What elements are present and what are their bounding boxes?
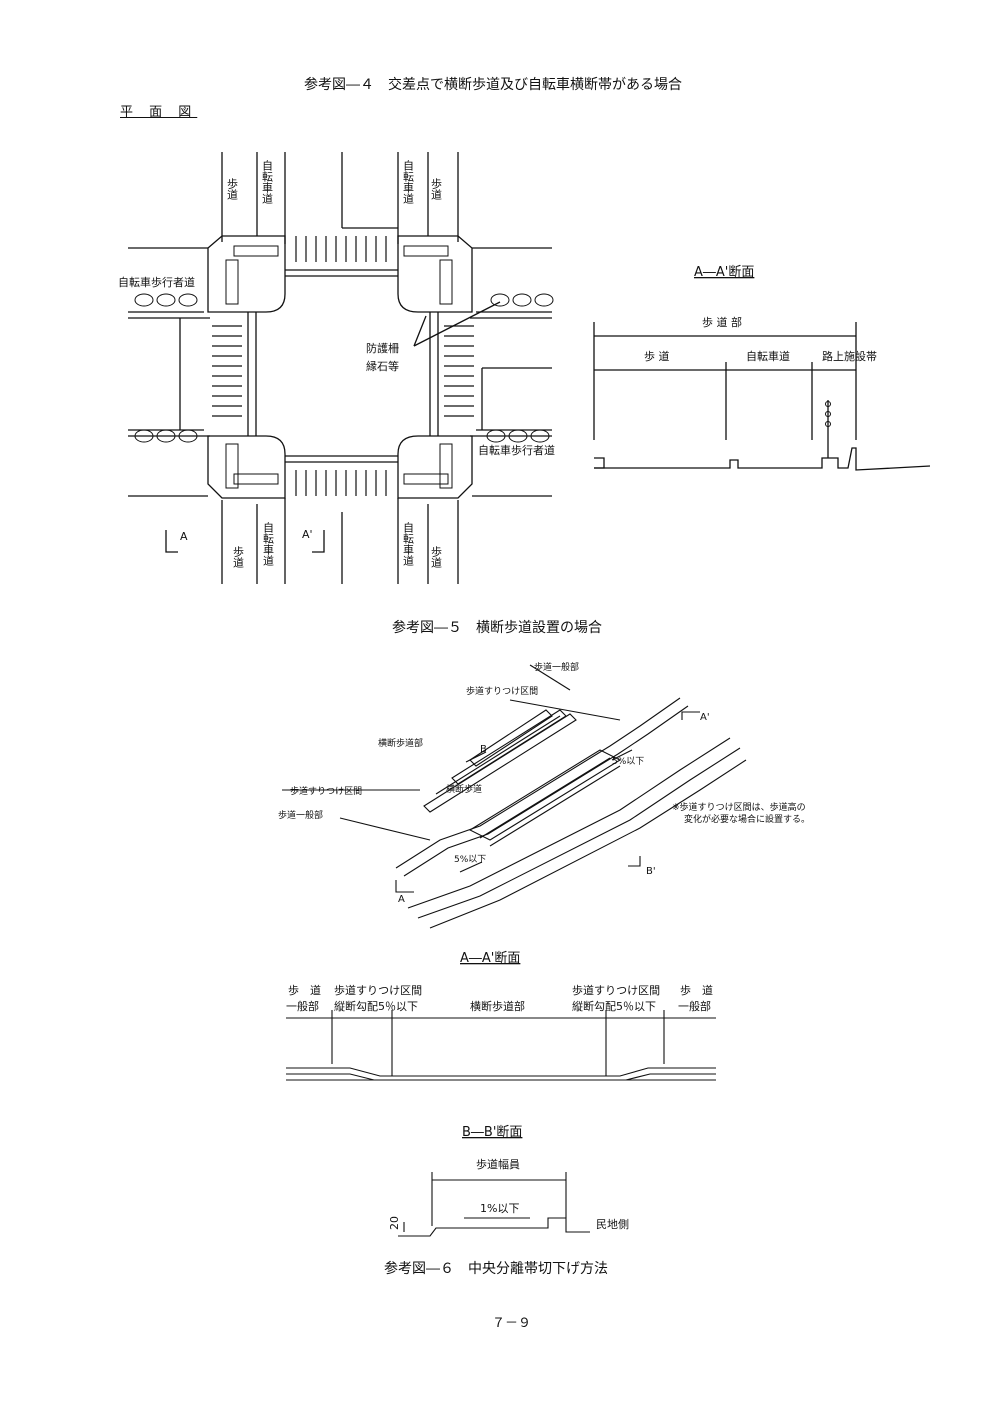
section-bb-title: B―B'断面 [462,1125,522,1140]
label-sidewalk-sw: 歩道 [232,545,245,568]
aa-left-3: 歩道すりつけ区間 [334,983,422,997]
section-aa-title: A―A'断面 [694,265,754,280]
section-sidewalk-part: 歩 道 部 [702,315,742,329]
label-crossing-part: 横断歩道部 [378,737,423,749]
aa-left-1: 歩 道 [288,983,321,997]
label-a: A [398,894,405,905]
label-curb: 縁石等 [366,359,399,373]
bb-slope: 1%以下 [480,1202,519,1215]
figure6-title: 参考図―６ 中央分離帯切下げ方法 [384,1261,608,1277]
section-aa2-title: A―A'断面 [460,951,520,966]
section-bike-lane: 自転車道 [746,349,790,363]
aa-left-4: 縦断勾配5％以下 [334,999,418,1013]
section-sidewalk: 歩 道 [644,349,670,363]
label-crossing: 横断歩道 [446,783,482,795]
label-general-top: 歩道一般部 [534,661,579,673]
label-guard-fence: 防護柵 [366,341,399,355]
label-general-left: 歩道一般部 [278,809,323,821]
page-number: ７－９ [492,1316,532,1331]
label-sidewalk-nw: 歩道 [226,177,239,200]
label-b2: B' [646,866,656,877]
label-mark-a2: A' [302,528,313,541]
label-sidewalk-se: 歩道 [430,545,443,568]
bb-height: 20 [388,1216,401,1230]
label-b: B [480,744,487,755]
label-slope-bottom: 5%以下 [454,855,486,865]
figure5-title: 参考図―５ 横断歩道設置の場合 [392,620,602,636]
label-transition-left: 歩道すりつけ区間 [290,785,362,797]
label-bike-ped-road-e: 自転車歩行者道 [478,443,555,457]
label-slope-top: 5%以下 [612,757,644,767]
aa-right-3: 歩 道 [680,983,713,997]
bb-side: 民地側 [596,1218,629,1231]
plan-view-label: 平 面 図 [120,105,198,120]
aa-right-1: 歩道すりつけ区間 [572,983,660,997]
label-sidewalk-ne: 歩道 [430,177,443,200]
label-mark-a: A [180,530,188,543]
label-bike-lane-se: 自転車道 [402,522,415,566]
aa-left-2: 一般部 [286,999,319,1013]
label-a2: A' [700,712,710,723]
label-transition-top: 歩道すりつけ区間 [466,685,538,697]
label-bike-lane-sw: 自転車道 [262,522,275,566]
aa-center: 横断歩道部 [470,999,525,1013]
figure4-title: 参考図―４ 交差点で横断歩道及び自転車横断帯がある場合 [304,77,682,93]
bb-width: 歩道幅員 [476,1157,520,1171]
aa-right-2: 縦断勾配5％以下 [572,999,656,1013]
label-bike-ped-road-w: 自転車歩行者道 [118,275,195,289]
aa-right-4: 一般部 [678,999,711,1013]
note-line-1: ※歩道すりつけ区間は、歩道高の [672,801,806,813]
label-bike-lane-ne: 自転車道 [402,160,415,204]
label-bike-lane-nw: 自転車道 [261,160,274,204]
section-facility: 路上施設帯 [822,349,877,363]
note-line-2: 変化が必要な場合に設置する。 [684,813,810,825]
